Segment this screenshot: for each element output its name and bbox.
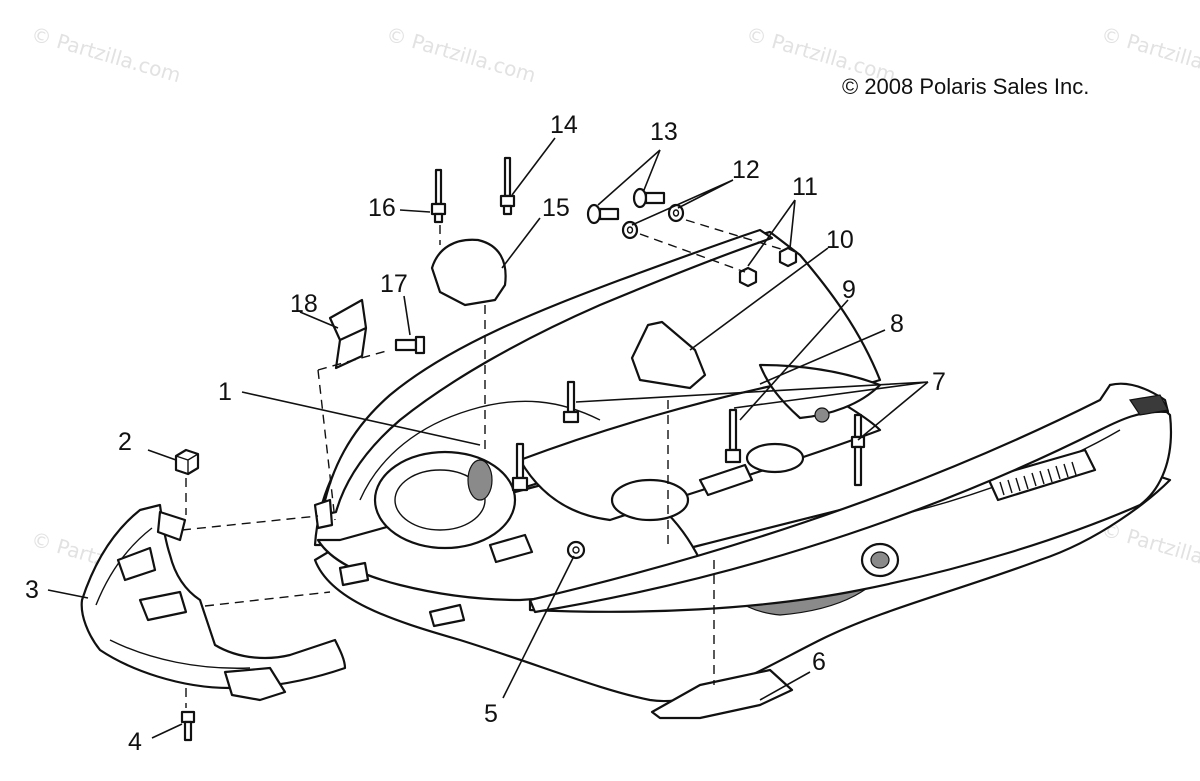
part-13-bolts (586, 187, 666, 225)
watermark: © Partzilla.com (1099, 517, 1200, 583)
callout-12: 12 (732, 156, 760, 184)
callout-4: 4 (128, 728, 142, 756)
part-18-trim (328, 298, 368, 370)
callout-13: 13 (650, 118, 678, 146)
part-12-washers (621, 203, 685, 240)
part-16-screw (430, 168, 447, 224)
callout-1: 1 (218, 378, 232, 406)
callout-8: 8 (890, 310, 904, 338)
callout-2: 2 (118, 428, 132, 456)
leader-lines (47, 137, 929, 739)
callout-3: 3 (25, 576, 39, 604)
part-4-bolt (180, 710, 196, 742)
callout-10: 10 (826, 226, 854, 254)
part-14-screw (499, 156, 516, 216)
callout-14: 14 (550, 111, 578, 139)
part-15-bracket (430, 238, 507, 307)
callout-16: 16 (368, 194, 396, 222)
part-2-nut (174, 448, 200, 476)
assembly-lines (181, 219, 785, 708)
hood-assembly (313, 228, 1172, 703)
part-11-nuts (738, 246, 798, 288)
part-5-rivet (566, 540, 586, 560)
callout-11: 11 (792, 173, 818, 201)
callout-5: 5 (484, 700, 498, 728)
callout-numbers: 1 2 3 4 5 6 7 8 9 10 11 12 13 14 15 16 1… (25, 111, 946, 756)
watermark: © Partzilla.com (29, 22, 184, 88)
callout-7: 7 (932, 368, 946, 396)
callout-18: 18 (290, 290, 318, 318)
vent-grille (986, 448, 1097, 502)
watermark: © Partzilla.com (1099, 22, 1200, 88)
callout-9: 9 (842, 276, 856, 304)
watermark: © Partzilla.com (384, 22, 539, 88)
part-6-plate (650, 668, 794, 720)
callout-6: 6 (812, 648, 826, 676)
callout-15: 15 (542, 194, 570, 222)
copyright-text: © 2008 Polaris Sales Inc. (842, 74, 1089, 99)
part-17-bolt (394, 335, 426, 355)
front-bumper (80, 503, 347, 702)
part-7-screws (511, 380, 866, 492)
part-10-bracket (630, 320, 707, 390)
callout-17: 17 (380, 270, 408, 298)
